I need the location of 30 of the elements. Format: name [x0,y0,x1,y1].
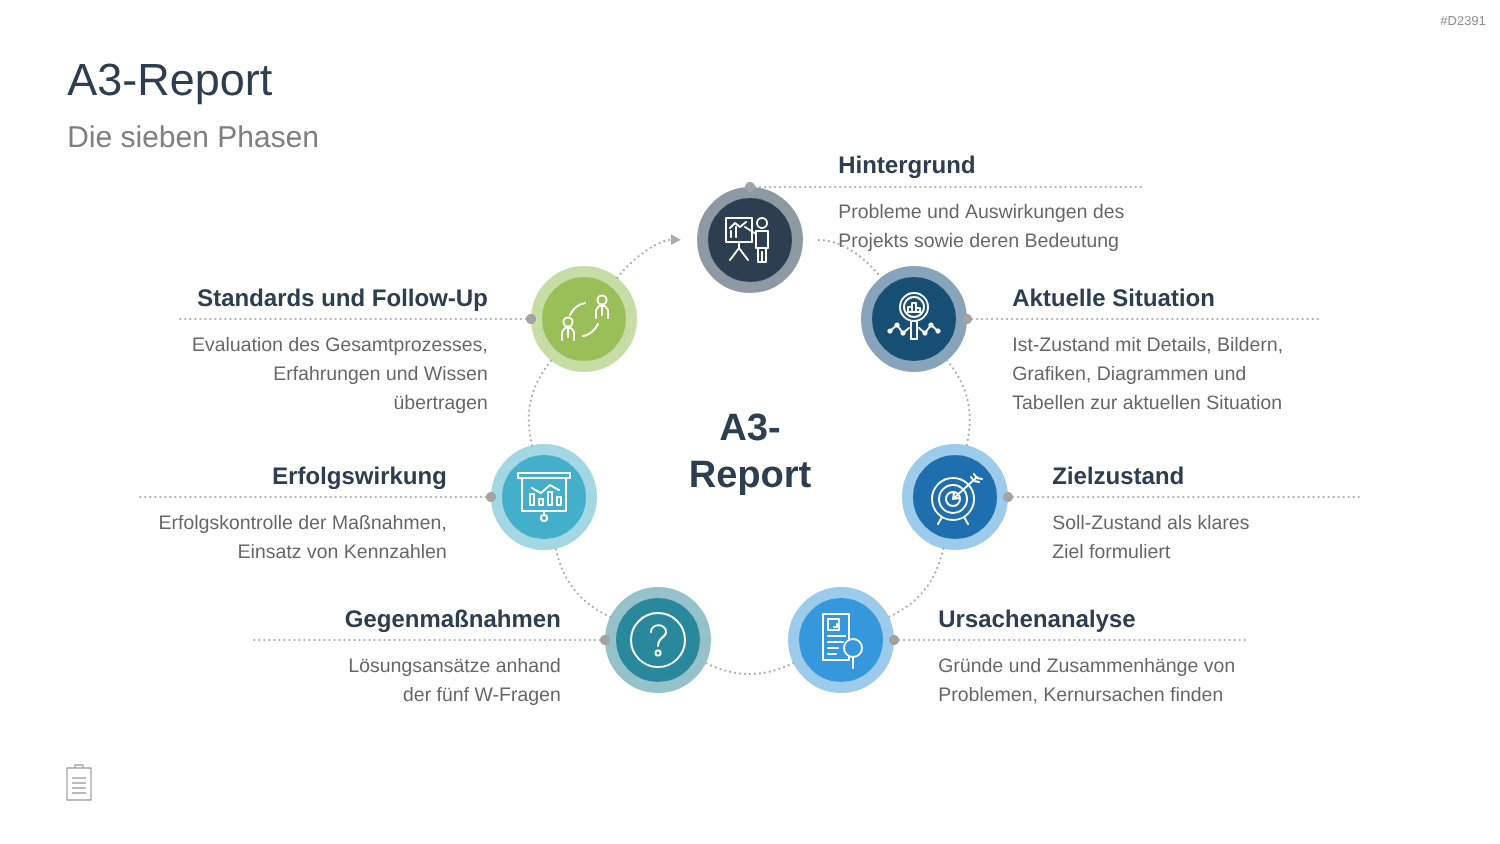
phase-description: Soll-Zustand als klares Ziel formuliert [1052,514,1249,559]
phase-description: Ist-Zustand mit Details, Bildern, Grafiken, Diagrammen und Tabellen zur aktuellen Situation [1012,336,1282,410]
dotted-connector [887,547,945,619]
phase-circle [788,587,894,693]
dotted-connector [527,359,553,447]
phase-heading: Gegenmaßnahmen [345,609,560,633]
dotted-connector [704,661,795,676]
title: A3-Report [67,63,272,105]
dotted-connector [554,547,612,619]
phase-circle [697,187,803,293]
phase-description: Lösungsansätze anhand der fünf W-Fragen [349,657,560,706]
phase-heading: Standards und Follow-Up [197,288,487,311]
phase-circle [491,444,597,550]
phase-heading: Erfolgswirkung [273,466,446,490]
center-title: A3- Report [691,413,811,495]
phase-description: Erfolgskontrolle der Maßnahmen, Einsatz von Kennzahlen [160,514,446,559]
phase-heading: Zielzustand [1052,466,1183,485]
phase-heading: Hintergrund [839,155,974,179]
phase-description: Evaluation des Gesamtprozesses, Erfahrungen und Wissen übertragen [193,336,487,414]
phase-heading: Ursachenanalyse [939,609,1135,632]
phase-circle [605,587,711,693]
dotted-connector [946,359,971,447]
phase-description: Gründe und Zusammenhänge von Problemen, Kernursachen finden [939,657,1234,704]
phase-circle [531,266,637,372]
phase-heading: Aktuelle Situation [1012,288,1214,307]
subtitle: Die sieben Phasen [69,125,317,148]
phase-description: Probleme und Auswirkungen des Projekts sowie deren Bedeutung [839,203,1124,252]
slide-code: #D2391 [1440,15,1486,26]
phase-circle [902,444,1008,550]
phase-circle [861,266,967,372]
